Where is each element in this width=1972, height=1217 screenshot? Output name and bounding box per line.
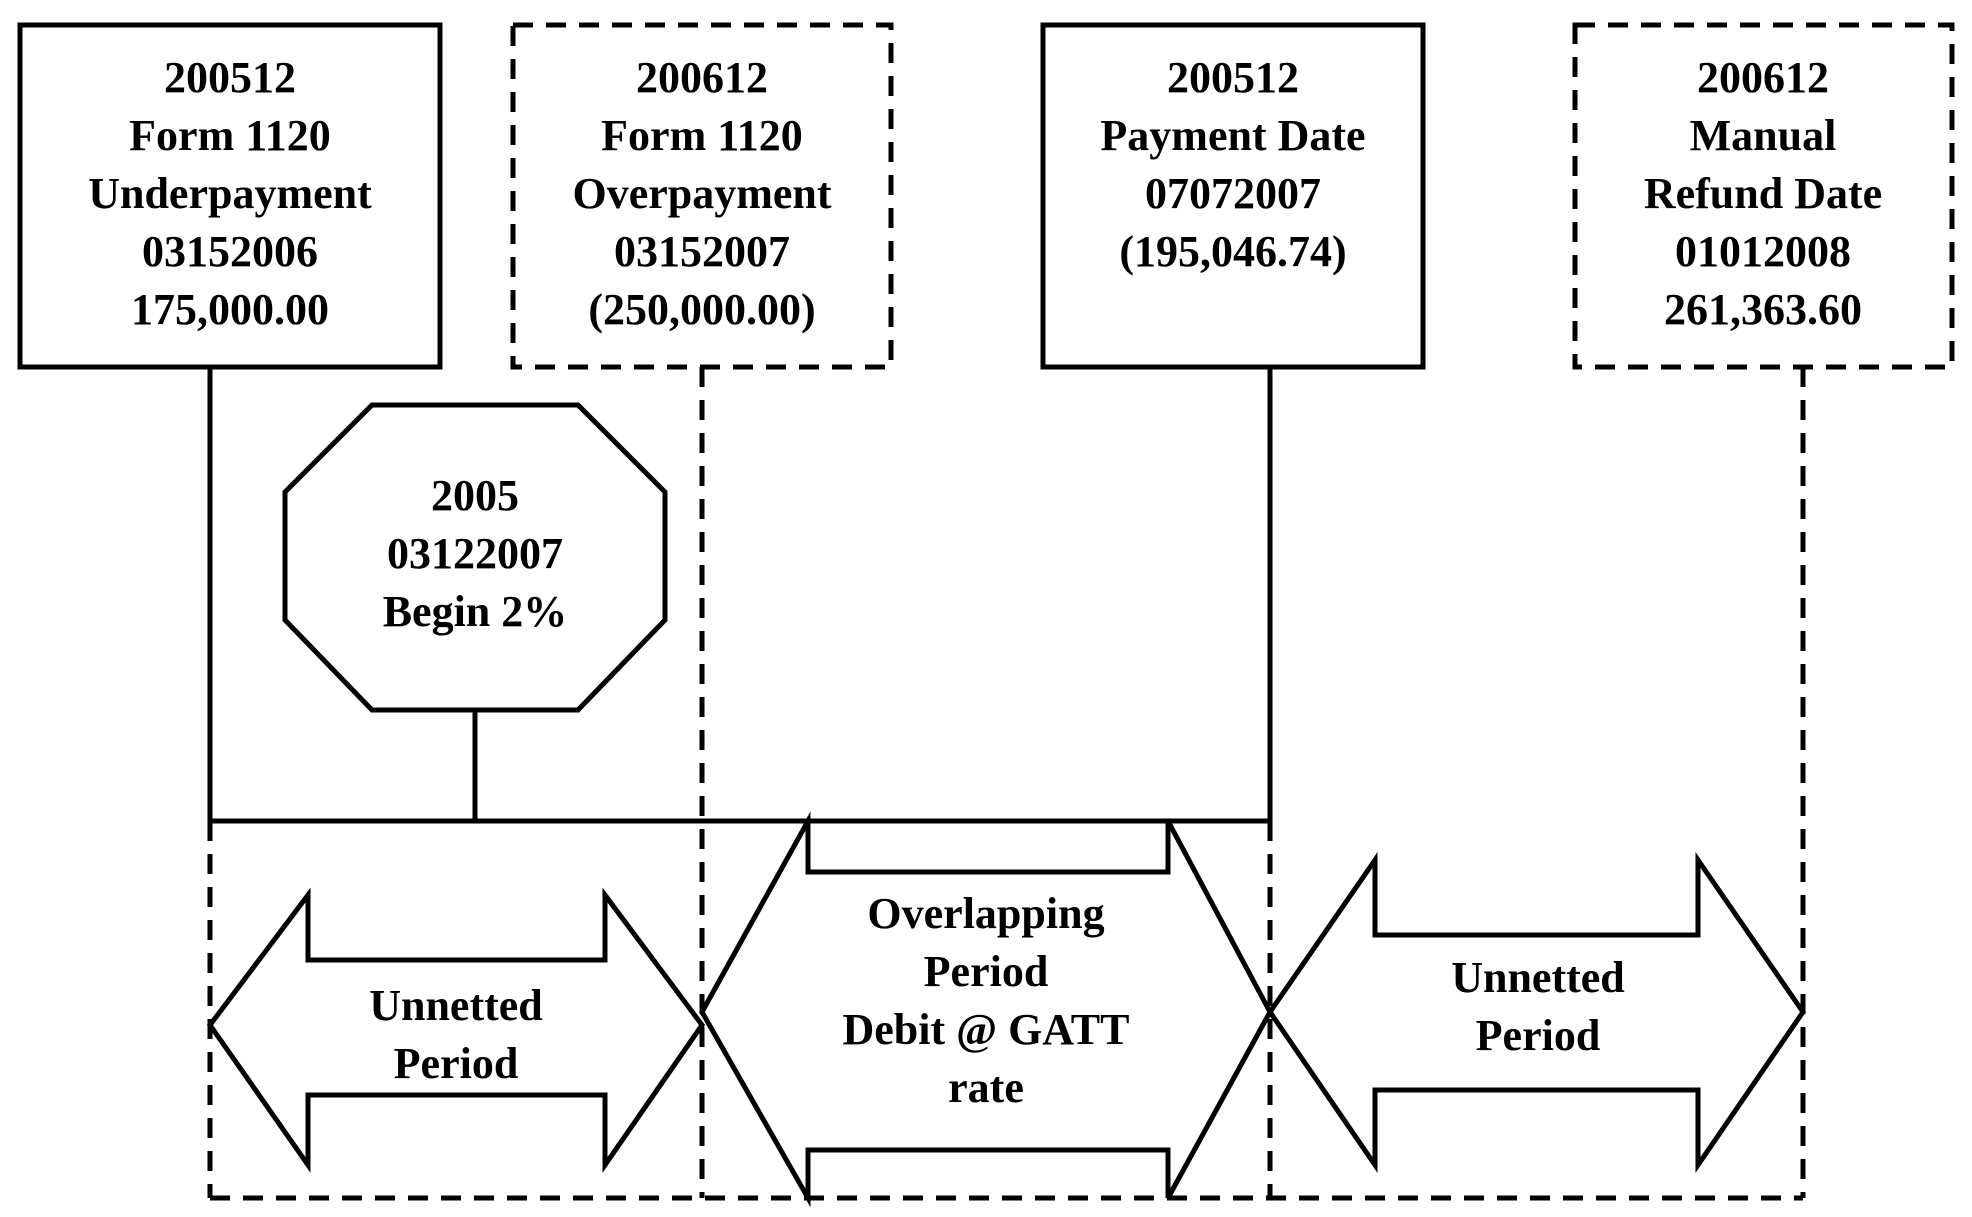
octagon-line: 03122007 [387,529,563,578]
box-line: Refund Date [1644,169,1882,218]
arrow-label-line: Period [1476,1011,1601,1060]
arrow-label-line: Debit @ GATT [842,1005,1129,1054]
arrow-unnetted-period-right: Unnetted Period [1266,851,1807,1174]
arrow-label-line: rate [948,1063,1024,1112]
box-line: 200612 [636,53,768,102]
box-line: Form 1120 [601,111,803,160]
box-line: Payment Date [1100,111,1365,160]
box-line: 200512 [164,53,296,102]
arrow-overlapping-period: Overlapping Period Debit @ GATT rate [699,811,1273,1208]
box-200512-form1120-underpayment: 200512 Form 1120 Underpayment 03152006 1… [17,22,443,370]
box-line: Manual [1690,111,1837,160]
box-line: 261,363.60 [1664,285,1862,334]
octagon-line: 2005 [431,471,519,520]
box-line: Underpayment [88,169,372,218]
arrow-label-line: Period [394,1039,519,1088]
box-200612-manual-refund: 200612 Manual Refund Date 01012008 261,3… [1572,22,1955,370]
box-line: 03152007 [614,227,790,276]
box-200612-form1120-overpayment: 200612 Form 1120 Overpayment 03152007 (2… [510,22,894,370]
octagon-begin-rate: 2005 03122007 Begin 2% [282,402,668,713]
box-line: 200512 [1167,53,1299,102]
arrow-label-line: Unnetted [369,981,543,1030]
box-line: 200612 [1697,53,1829,102]
arrow-label-line: Overlapping [867,889,1104,938]
dashed-connectors [207,367,1806,1201]
box-line: 01012008 [1675,227,1851,276]
box-line: 03152006 [142,227,318,276]
solid-connectors [207,367,1273,824]
box-line: 175,000.00 [131,285,329,334]
box-line: Form 1120 [129,111,331,160]
arrow-label-line: Unnetted [1451,953,1625,1002]
box-line: 07072007 [1145,169,1321,218]
box-200512-payment-date: 200512 Payment Date 07072007 (195,046.74… [1040,22,1426,370]
octagon-line: Begin 2% [383,587,568,636]
box-line: Overpayment [572,169,831,218]
box-line: (250,000.00) [588,285,815,334]
arrow-label-line: Period [924,947,1049,996]
box-line: (195,046.74) [1119,227,1346,276]
arrow-unnetted-period-left: Unnetted Period [206,887,706,1173]
